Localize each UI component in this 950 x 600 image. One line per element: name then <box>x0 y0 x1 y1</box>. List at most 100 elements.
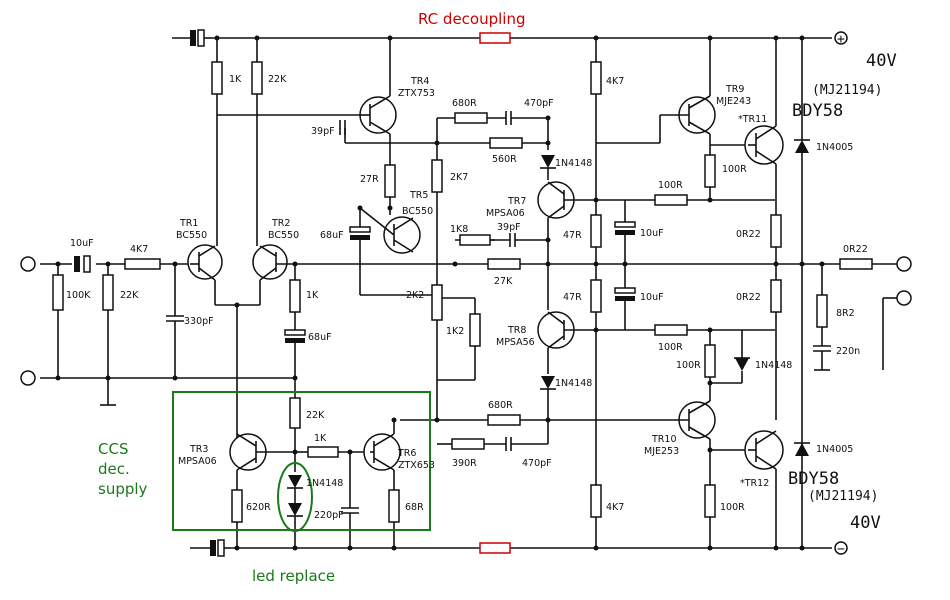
tr7-part: MPSA06 <box>486 208 525 219</box>
transistor-tr1 <box>187 244 223 280</box>
tr9-label: TR9 <box>725 84 744 95</box>
r-2k7-label: 2K7 <box>450 172 468 183</box>
c-39-tr7-label: 39pF <box>497 222 521 233</box>
tr5-part: BC550 <box>402 206 433 217</box>
c-220p-label: 220pF <box>314 510 344 521</box>
neg-supply-terminal <box>834 541 848 555</box>
resistor-1k-top <box>211 61 223 95</box>
rc-decoupling-resistor-bottom <box>479 542 511 554</box>
d-mid-label: 1N4148 <box>755 360 792 371</box>
tr2-label: TR2 <box>271 218 290 229</box>
diode-ccs-lower <box>288 503 302 516</box>
capacitor-39pf-tr7 <box>509 233 516 247</box>
output-terminal <box>896 256 912 272</box>
d-bot-label: 1N4148 <box>555 378 592 389</box>
output-ground-terminal <box>896 290 912 306</box>
r-68r-label: 68R <box>405 502 424 513</box>
r-1k2-label: 1K2 <box>446 326 464 337</box>
transistor-tr2 <box>252 244 288 280</box>
output-lower-sub: (MJ21194) <box>808 489 878 504</box>
r-560-label: 560R <box>492 154 517 165</box>
resistor-620r <box>231 489 243 523</box>
diode-1n4005-top <box>795 140 809 153</box>
r-100-tr10b-label: 100R <box>676 360 701 371</box>
led-replace-label: led replace <box>252 567 335 585</box>
tr8-part: MPSA56 <box>496 337 535 348</box>
resistor-680r-top <box>454 112 488 124</box>
resistor-100r-mid-top <box>654 194 688 206</box>
r-0r22-top-label: 0R22 <box>736 229 761 240</box>
r-1k-top-label: 1K <box>229 74 242 85</box>
resistor-390r <box>451 438 485 450</box>
tr10-label: TR10 <box>651 434 677 445</box>
tr3-part: MPSA06 <box>178 456 217 467</box>
diode-1n4148-mid <box>541 376 555 389</box>
r-100-tr9-label: 100R <box>722 164 747 175</box>
tr7-label: TR7 <box>507 196 526 207</box>
r-4k7-bot-label: 4K7 <box>606 502 624 513</box>
resistor-100r-mid-bottom <box>654 324 688 336</box>
feedback-resistor-1k <box>289 279 301 313</box>
c-68-tr5-label: 68uF <box>320 230 344 241</box>
c-68-fb-label: 68uF <box>308 332 332 343</box>
output-lower-label: BDY58 <box>788 469 839 489</box>
r-680-top-label: 680R <box>452 98 477 109</box>
tr2-part: BC550 <box>268 230 299 241</box>
resistor-27k <box>487 258 521 270</box>
junction-dots <box>55 35 825 551</box>
c-10-top-label: 10uF <box>640 228 664 239</box>
pos-supply-terminal <box>834 31 848 45</box>
input-series-resistor <box>124 258 161 270</box>
output-upper-sub: (MJ21194) <box>812 83 882 98</box>
ground-terminal <box>20 370 36 386</box>
r-4k7-top-label: 4K7 <box>606 76 624 87</box>
r-in-series-label: 4K7 <box>130 244 148 255</box>
resistor-680r-bottom <box>487 414 521 426</box>
resistor-0r22-bottom <box>770 279 782 313</box>
r-22k-top-label: 22K <box>268 74 287 85</box>
diode-1n4148-top <box>541 155 555 168</box>
transistor-tr6 <box>363 433 401 471</box>
capacitor-10uf-bottom <box>614 287 636 301</box>
r-1k-fb-label: 1K <box>306 290 319 301</box>
d-1n4005-bot-label: 1N4005 <box>816 444 853 455</box>
diode-1n4005-bottom <box>795 443 809 456</box>
diode-ccs-upper <box>288 475 302 488</box>
output-resistor-0r22 <box>839 258 873 270</box>
c-220n-label: 220n <box>836 346 860 357</box>
tr6-label: TR6 <box>397 448 416 459</box>
pot-2k2-label: 2K2 <box>406 290 424 301</box>
ccs-label-3: supply <box>98 480 148 498</box>
c-470-bot-label: 470pF <box>522 458 552 469</box>
output-upper-label: BDY58 <box>792 101 843 121</box>
resistor-22k-top <box>251 61 263 95</box>
neg-supply-sign: − <box>837 542 845 557</box>
tr8-label: TR8 <box>507 325 526 336</box>
pos-voltage-label: 40V <box>866 51 897 71</box>
tr4-label: TR4 <box>410 76 429 87</box>
d-ccs-label: 1N4148 <box>306 478 343 489</box>
ccs-box <box>172 391 431 531</box>
ccs-label-1: CCS <box>98 440 128 458</box>
neg-voltage-label: 40V <box>850 513 881 533</box>
r-47-bot-label: 47R <box>563 292 582 303</box>
resistor-100r-tr10-lower <box>704 484 716 518</box>
zobel-capacitor-220n <box>813 345 831 352</box>
resistor-100r-tr9 <box>704 154 716 188</box>
supply-cap-top <box>172 29 212 47</box>
r-1k-ccs-label: 1K <box>314 433 327 444</box>
rc-decoupling-resistor-top <box>479 32 511 44</box>
r-390-label: 390R <box>452 458 477 469</box>
r-680-bot-label: 680R <box>488 400 513 411</box>
r-in-shunt-label: 100K <box>66 290 91 301</box>
transistor-tr12 <box>744 430 784 470</box>
r-1k8-label: 1K8 <box>450 224 468 235</box>
zobel-resistor-8r2 <box>816 294 828 328</box>
potentiometer-2k2 <box>431 284 443 321</box>
resistor-1k2 <box>469 313 481 347</box>
tr1-label: TR1 <box>179 218 198 229</box>
r-0r22-bot-label: 0R22 <box>736 292 761 303</box>
resistor-0r22-top <box>770 214 782 248</box>
d-1n4005-top-label: 1N4005 <box>816 142 853 153</box>
